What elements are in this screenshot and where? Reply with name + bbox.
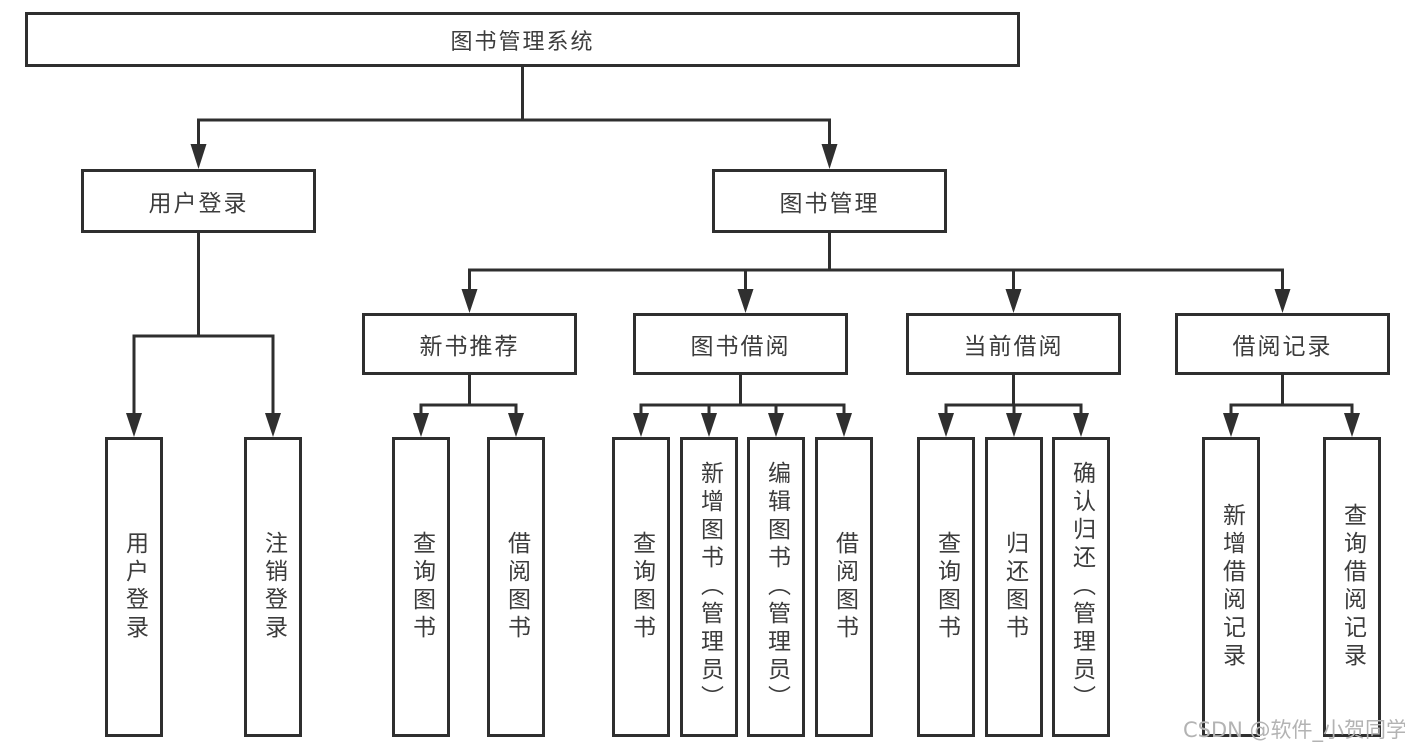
leaf-query-books-current: 查询图书 — [917, 437, 975, 737]
node-label: 当前借阅 — [963, 334, 1064, 360]
leaf-query-borrow-record: 查询借阅记录 — [1323, 437, 1381, 737]
node-label: 用户登录 — [148, 191, 249, 217]
node-label: 借阅图书 — [831, 531, 858, 643]
node-book-management: 图书管理 — [712, 169, 947, 233]
node-label: 图书管理 — [779, 191, 880, 217]
node-label: 图书借阅 — [690, 334, 791, 360]
node-label: 注销登录 — [260, 531, 287, 643]
leaf-user-login: 用户登录 — [105, 437, 163, 737]
node-label: 借阅记录 — [1232, 334, 1333, 360]
leaf-return-books: 归还图书 — [985, 437, 1043, 737]
node-label: 查询图书 — [408, 531, 435, 643]
node-label: 图书管理系统 — [450, 29, 595, 55]
node-label: 新书推荐 — [419, 334, 520, 360]
node-label: 编辑图书（管理员） — [763, 461, 790, 713]
arrowheads — [126, 144, 1360, 437]
node-borrowing-records: 借阅记录 — [1175, 313, 1390, 375]
watermark: CSDN @软件_小贺同学 — [1183, 718, 1405, 742]
node-label: 查询借阅记录 — [1339, 503, 1366, 671]
node-label: 查询图书 — [628, 531, 655, 643]
node-current-borrowing: 当前借阅 — [906, 313, 1121, 375]
leaf-logout: 注销登录 — [244, 437, 302, 737]
node-label: 用户登录 — [121, 531, 148, 643]
node-user-login: 用户登录 — [81, 169, 316, 233]
node-root: 图书管理系统 — [25, 12, 1020, 67]
leaf-query-books-borrowing: 查询图书 — [612, 437, 670, 737]
leaf-borrow-books-recommend: 借阅图书 — [487, 437, 545, 737]
node-label: 查询图书 — [933, 531, 960, 643]
node-label: 新增图书（管理员） — [696, 461, 723, 713]
node-label: 新增借阅记录 — [1218, 503, 1245, 671]
leaf-confirm-return-admin: 确认归还（管理员） — [1052, 437, 1110, 737]
leaf-borrow-books-borrowing: 借阅图书 — [815, 437, 873, 737]
leaf-add-books-admin: 新增图书（管理员） — [680, 437, 738, 737]
node-label: 归还图书 — [1001, 531, 1028, 643]
node-label: 确认归还（管理员） — [1068, 461, 1095, 713]
leaf-add-borrow-record: 新增借阅记录 — [1202, 437, 1260, 737]
node-label: 借阅图书 — [503, 531, 530, 643]
leaf-query-books-recommend: 查询图书 — [392, 437, 450, 737]
node-book-borrowing: 图书借阅 — [633, 313, 848, 375]
node-new-book-recommendation: 新书推荐 — [362, 313, 577, 375]
leaf-edit-books-admin: 编辑图书（管理员） — [747, 437, 805, 737]
